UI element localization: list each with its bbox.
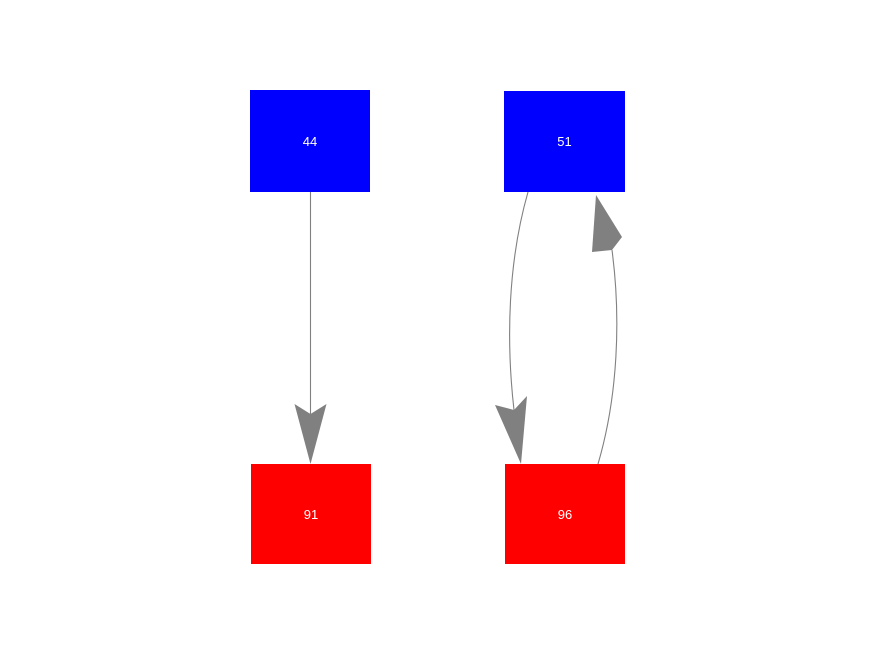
graph-node-51[interactable]: 51 <box>504 91 625 192</box>
graph-node-44-label: 44 <box>302 133 318 149</box>
edge-51-to-96-line <box>509 191 529 411</box>
edge-44-to-91 <box>294 192 327 464</box>
edge-51-to-96-arrowhead <box>495 396 527 464</box>
graph-node-51-label: 51 <box>557 134 572 149</box>
edge-44-to-91-arrowhead <box>294 404 327 464</box>
edge-96-to-51-line <box>597 249 618 465</box>
edge-96-to-51-arrowhead <box>592 195 622 252</box>
graph-node-96[interactable]: 96 <box>505 464 625 564</box>
edge-51-to-96 <box>495 191 529 464</box>
graph-node-96-label: 96 <box>557 506 573 522</box>
graph-node-91-label: 91 <box>303 506 319 522</box>
edge-96-to-51 <box>592 195 622 465</box>
graph-node-91[interactable]: 91 <box>251 464 371 564</box>
graph-node-44[interactable]: 44 <box>250 90 370 192</box>
